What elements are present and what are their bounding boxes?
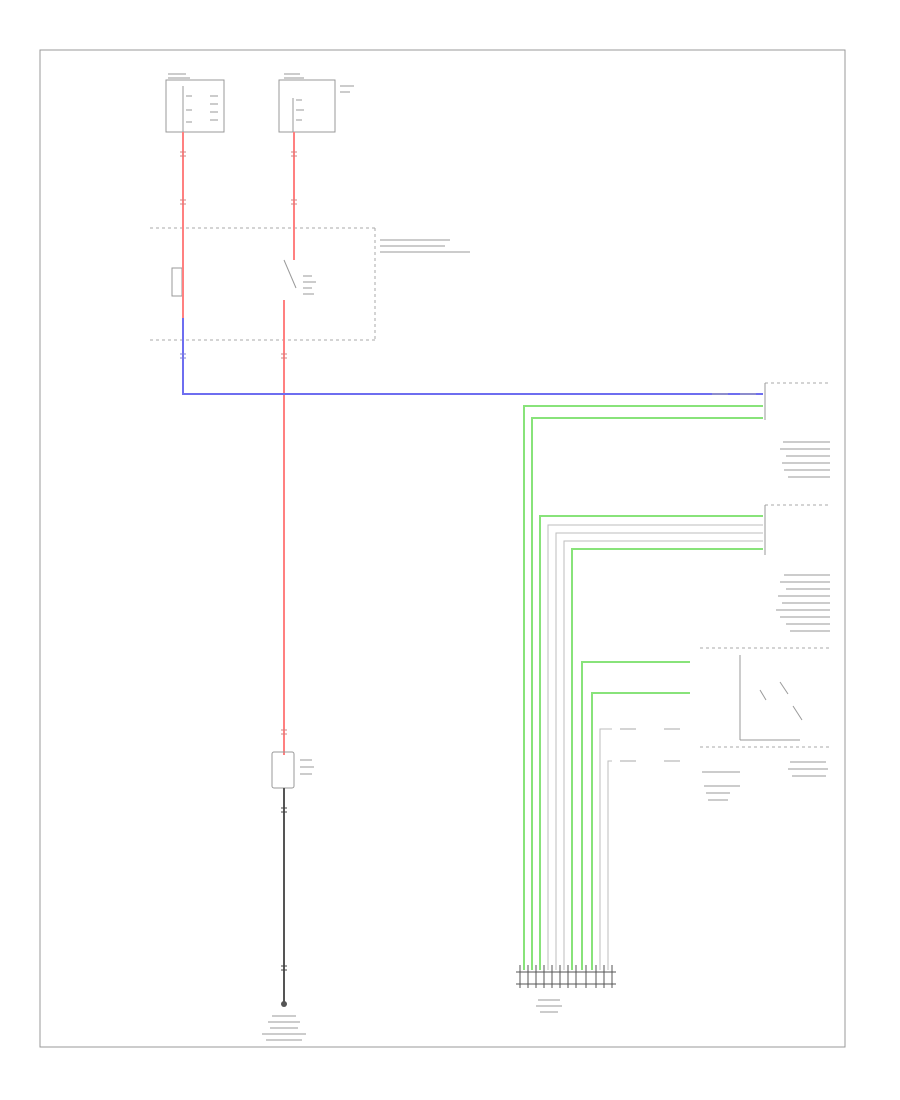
gray-wire-5 (555, 532, 763, 970)
switch-module (700, 647, 830, 801)
ground-point (281, 1001, 287, 1007)
green-wire-1 (523, 405, 763, 970)
gray-wire-6 (563, 540, 763, 970)
green-wire-8 (581, 661, 690, 970)
bottom-left-component (271, 751, 295, 789)
diagram-frame (39, 49, 846, 1048)
resistor-element (171, 267, 183, 297)
module-middle (764, 504, 830, 632)
gray-wire-4 (547, 524, 763, 970)
module-upper (764, 382, 830, 478)
gray-wire-11 (607, 760, 612, 970)
green-wire-3 (539, 515, 763, 970)
connector-marks (180, 151, 297, 735)
pin-labels-lower (620, 661, 680, 762)
fuse-box-left (165, 79, 225, 133)
junction-block (150, 227, 470, 341)
green-wire-7 (571, 548, 763, 970)
green-wire-9 (591, 692, 690, 970)
relay-switch (283, 259, 316, 295)
bottom-connector (516, 965, 616, 988)
blue-wire (182, 318, 763, 395)
fuse-box-right (278, 79, 354, 133)
green-wire-2 (531, 417, 763, 970)
gray-wire-10 (599, 728, 612, 970)
